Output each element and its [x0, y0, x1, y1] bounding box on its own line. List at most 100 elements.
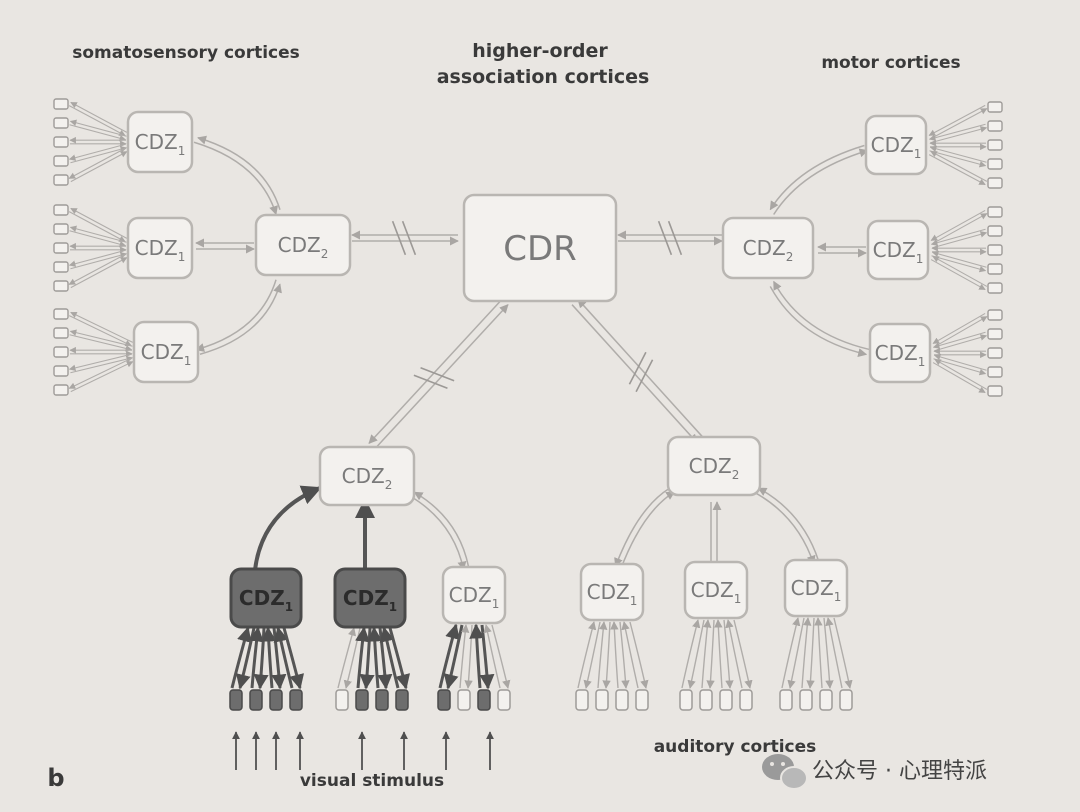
left-top-sensors-sensor	[53, 174, 69, 186]
left-top-cdz1-node: CDZ1	[126, 110, 194, 174]
right-top-sensors-sensor	[987, 139, 1003, 151]
right-mid-sensors	[987, 206, 1003, 294]
left-top-cdz1-link	[193, 135, 281, 216]
right-mid-sensors-arrow	[930, 255, 988, 291]
visual-cdz1-node-b-label: CDZ1	[343, 586, 397, 614]
auditory-cdz1-node-b-subscript: 1	[734, 592, 742, 606]
visual-cdz2-node-box	[318, 445, 416, 507]
auditory-c-sensors-link	[781, 617, 805, 689]
left-bottom-sensors	[53, 308, 69, 396]
visual-b-sensors-receptor	[375, 689, 389, 711]
auditory-c-sensors-link	[814, 617, 834, 689]
left-break-mark	[391, 220, 417, 256]
visual-c-sensors-link	[459, 624, 473, 689]
left-mid-sensors-arrow	[68, 249, 128, 270]
lower-right-break-mark	[628, 351, 654, 393]
left-top-sensors-arrow	[69, 136, 127, 148]
visual-cdz1-node-c-box	[441, 565, 507, 625]
cdr-node-label: CDR	[503, 229, 577, 269]
visual-c-sensors-receptor	[497, 689, 511, 711]
right-bottom-sensors-arrow	[933, 347, 987, 359]
visual-cdz1-node-a-subscript: 1	[285, 600, 293, 614]
visual-cdz1-node-a-label: CDZ1	[239, 586, 293, 614]
auditory-b-sensors-link	[701, 619, 715, 689]
left-bottom-sensors-sensor	[53, 346, 69, 358]
auditory-cdz1-node-a-subscript: 1	[630, 594, 638, 608]
left-top-sensors-arrow	[69, 119, 127, 142]
visual-c-sensors-link	[483, 624, 511, 689]
right-mid-sensors-arrow	[930, 228, 988, 249]
panel-label: b	[47, 764, 64, 792]
lower-left-break-mark	[413, 367, 455, 389]
auditory-right-link	[753, 487, 820, 565]
cdr-node-box	[462, 193, 618, 303]
right-top-sensors-sensor	[987, 101, 1003, 113]
auditory-a-sensors-link	[597, 621, 611, 689]
right-mid-sensors-arrow	[931, 250, 987, 273]
left-mid-sensors-sensor	[53, 280, 69, 292]
right-bottom-sensors-sensor	[987, 385, 1003, 397]
left-mid-sensors-arrow	[68, 207, 128, 243]
left-bottom-cdz1-node-label: CDZ1	[141, 340, 192, 368]
right-mid-sensors-arrow	[931, 244, 987, 256]
visual-cdz2-node-label: CDZ2	[342, 464, 393, 492]
left-top-cdz1-node-label: CDZ1	[135, 130, 186, 158]
auditory-label: auditory cortices	[654, 737, 817, 757]
left-top-cdz1-node-subscript: 1	[178, 144, 186, 158]
somatosensory-label: somatosensory cortices	[72, 43, 300, 63]
node-boxes: CDRCDZ2CDZ1CDZ1CDZ1CDZ2CDZ1CDZ1CDZ1CDZ2C…	[126, 110, 932, 629]
right-top-sensors	[987, 101, 1003, 189]
left-mid-sensors-arrow	[69, 225, 127, 248]
right-mid-cdz1-node: CDZ1	[866, 219, 930, 281]
right-break-mark	[657, 220, 683, 256]
left-cdz2-node-box	[254, 213, 352, 277]
auditory-c-sensors-receptor	[819, 689, 833, 711]
left-top-sensors-sensor	[53, 155, 69, 167]
visual-label: visual stimulus	[300, 771, 444, 791]
right-bottom-cdz1-node-subscript: 1	[918, 355, 926, 369]
visual-b-sensors	[335, 689, 409, 711]
left-bottom-sensors-sensor	[53, 365, 69, 377]
visual-b-sensors-link	[337, 627, 361, 689]
left-cdz2-node-subscript: 2	[321, 247, 329, 261]
right-bottom-sensors-arrow	[932, 358, 988, 394]
visual-cdz2-node: CDZ2	[318, 445, 416, 507]
auditory-b-sensors-receptor	[719, 689, 733, 711]
right-mid-sensors-sensor	[987, 282, 1003, 294]
auditory-a-sensors	[575, 689, 649, 711]
left-top-cdz1-node-box	[126, 110, 194, 174]
left-bottom-sensors-arrow	[68, 357, 134, 393]
right-cdz2-node-box	[721, 216, 815, 280]
auditory-cdz2-node: CDZ2	[666, 435, 762, 497]
left-mid-sensors-arrow	[69, 242, 127, 254]
auditory-cdz2-node-subscript: 2	[732, 468, 740, 482]
right-bottom-cdz1-node-label: CDZ1	[875, 341, 926, 369]
auditory-b-sensors-link	[725, 619, 753, 689]
connection-arrows	[68, 101, 988, 690]
left-bottom-sensors-sensor	[53, 327, 69, 339]
visual-light-link	[409, 491, 470, 571]
auditory-cdz1-node-c-subscript: 1	[834, 590, 842, 604]
right-mid-cdz1-node-box	[866, 219, 930, 281]
right-bottom-sensors-sensor	[987, 328, 1003, 340]
auditory-cdz1-node-b-box	[683, 560, 749, 620]
right-cdz2-node-subscript: 2	[786, 250, 794, 264]
right-bottom-sensors-arrow	[932, 331, 988, 352]
visual-a-sensors-link	[249, 626, 269, 690]
auditory-a-sensors-link	[610, 621, 630, 689]
left-mid-sensors-sensor	[53, 204, 69, 216]
auditory-cdz1-node-c: CDZ1	[783, 558, 849, 618]
right-mid-sensors-arrow	[930, 209, 988, 245]
watermark: 公众号 · 心理特派	[762, 754, 987, 790]
right-mid-sensors-sensor	[987, 206, 1003, 218]
auditory-c-sensors-link	[825, 617, 853, 689]
auditory-c-sensors-receptor	[799, 689, 813, 711]
left-top-sensors-arrow	[68, 147, 128, 183]
right-top-cdz1-node-label: CDZ1	[871, 133, 922, 161]
visual-b-sensors-receptor	[355, 689, 369, 711]
cdr-right-cdz2-link	[617, 230, 723, 246]
left-cdz2-node-label: CDZ2	[278, 233, 329, 261]
right-cdz2-node: CDZ2	[721, 216, 815, 280]
visual-a-sensors	[229, 689, 303, 711]
left-mid-sensors-sensor	[53, 242, 69, 254]
